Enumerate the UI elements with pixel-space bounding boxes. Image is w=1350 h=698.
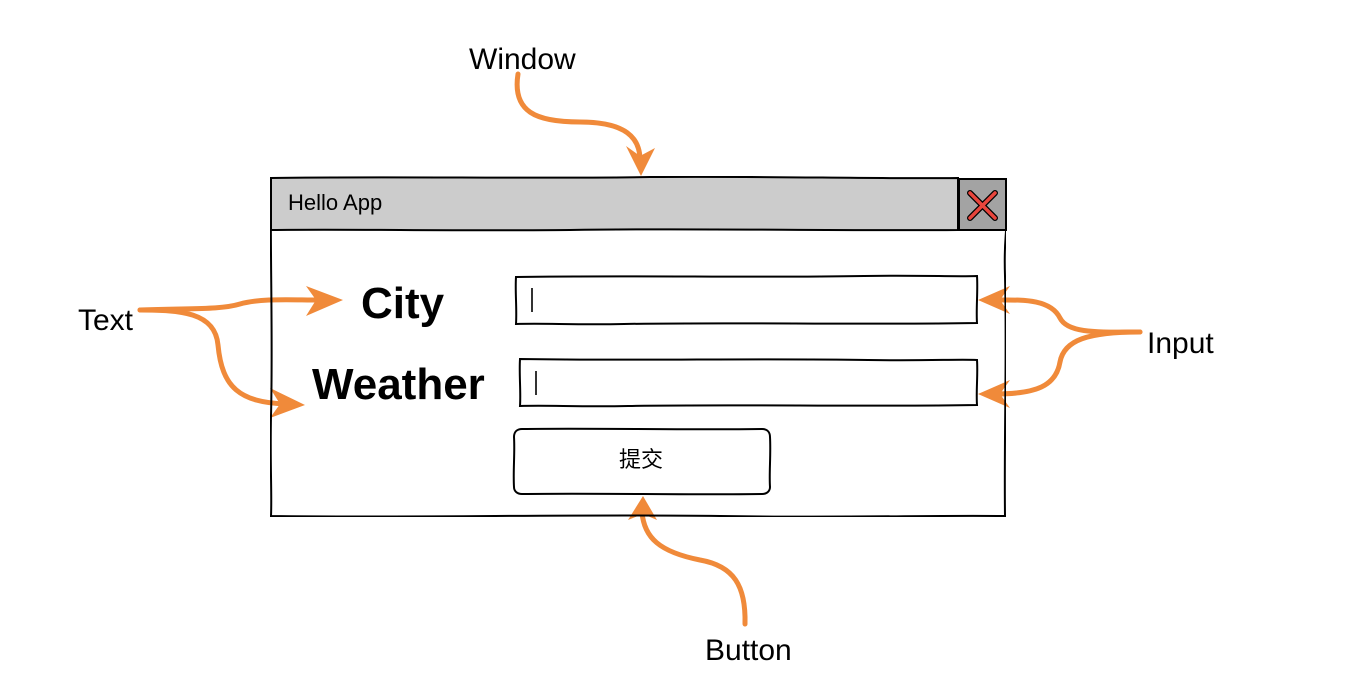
weather-input-caret xyxy=(535,371,537,395)
submit-button[interactable]: 提交 xyxy=(512,427,774,497)
annotation-input-label: Input xyxy=(1147,327,1214,360)
input-arrowhead-weather xyxy=(978,380,1010,408)
window-arrowhead xyxy=(626,146,655,176)
text-arrow-weather xyxy=(137,307,288,407)
input-arrow-city xyxy=(992,297,1143,335)
close-x-icon xyxy=(967,190,998,221)
annotation-button-label: Button xyxy=(705,634,792,667)
button-arrow xyxy=(639,509,748,627)
window-title: Hello App xyxy=(288,190,383,215)
window-border xyxy=(270,177,1006,517)
window-arrow xyxy=(514,71,643,163)
button-arrowhead xyxy=(628,496,657,520)
city-input-caret xyxy=(531,288,533,312)
text-arrow-city xyxy=(137,297,323,313)
annotation-text-label: Text xyxy=(78,304,134,337)
city-input[interactable] xyxy=(514,274,980,326)
close-button[interactable] xyxy=(958,178,1008,231)
input-arrow-weather xyxy=(992,329,1143,397)
input-arrowhead-city xyxy=(978,286,1010,314)
app-window: Hello App City Weather 提交 xyxy=(270,176,1008,517)
text-arrowhead-weather xyxy=(270,388,305,418)
text-arrowhead-city xyxy=(306,286,343,316)
weather-input[interactable] xyxy=(518,357,980,409)
submit-button-label: 提交 xyxy=(618,448,663,473)
annotation-window-label: Window xyxy=(469,43,576,76)
city-label: City xyxy=(361,279,445,328)
weather-label: Weather xyxy=(312,360,485,409)
window-frame xyxy=(270,176,1006,517)
